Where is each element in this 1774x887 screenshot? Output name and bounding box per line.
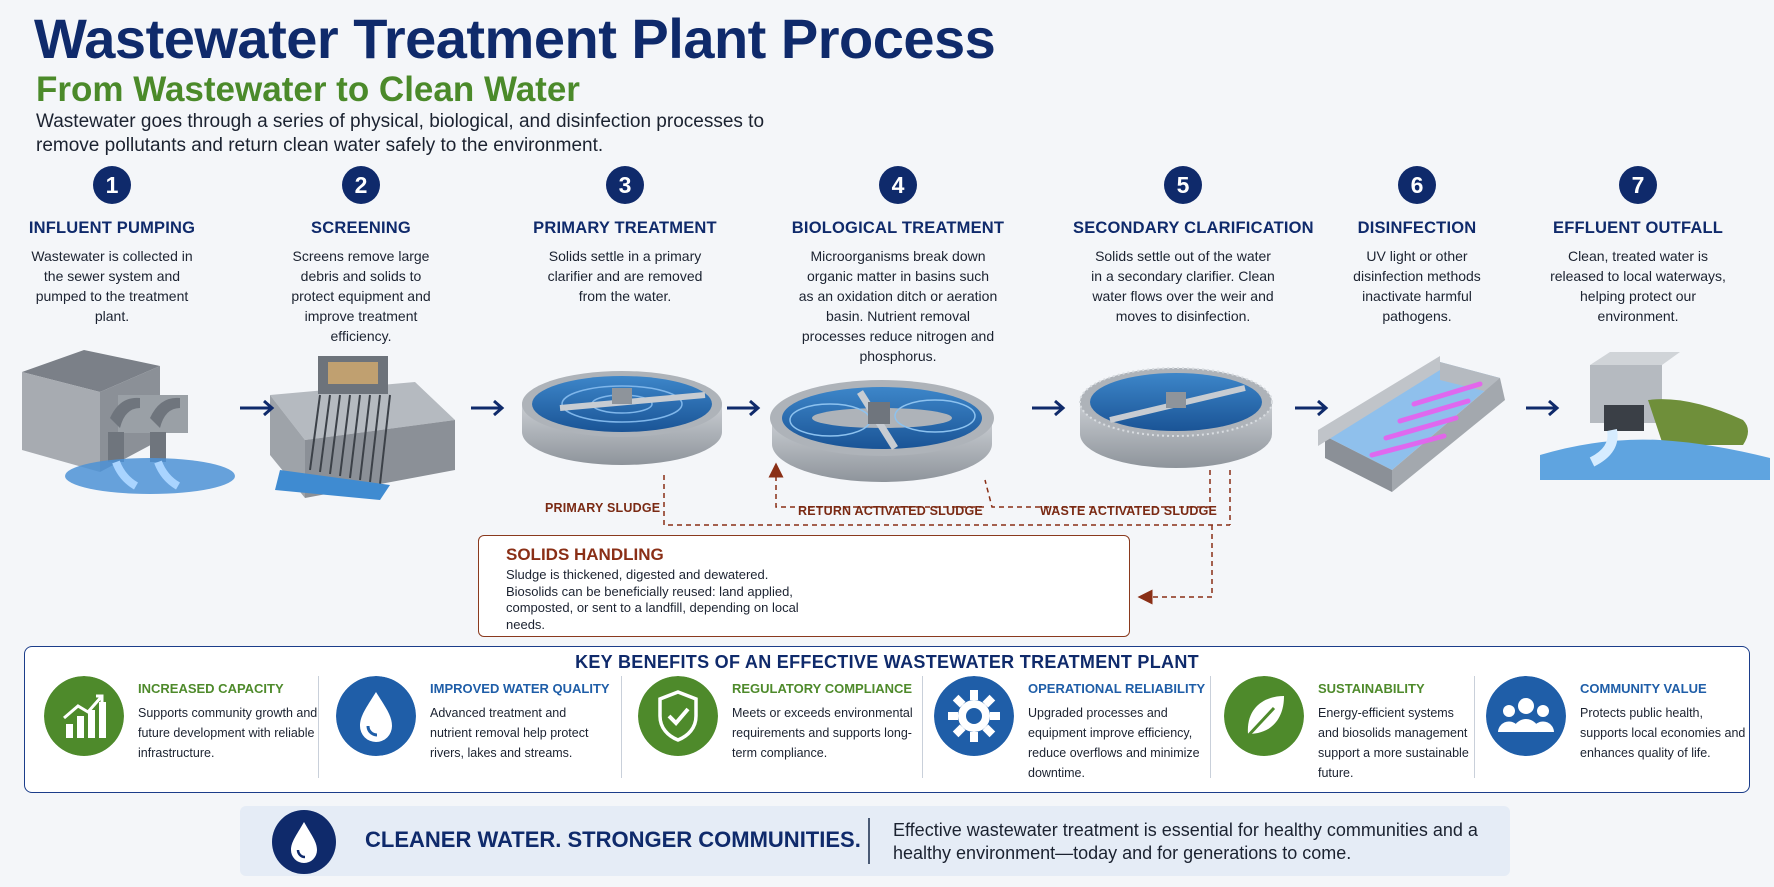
footer-banner [240, 806, 1510, 876]
step-screening: 2 SCREENING Screens remove large debris … [251, 166, 471, 346]
divider [621, 676, 622, 778]
step-number: 7 [1619, 166, 1657, 204]
flow-arrows [240, 399, 1560, 417]
step-description: Wastewater is collected in the sewer sys… [31, 248, 193, 324]
benefit-title: SUSTAINABILITY [1318, 681, 1425, 696]
benefit-title: IMPROVED WATER QUALITY [430, 681, 610, 696]
benefit-title: REGULATORY COMPLIANCE [732, 681, 913, 696]
step-title: INFLUENT PUMPING [28, 219, 196, 237]
step-description: Solids settle in a primary clarifier and… [547, 248, 703, 304]
step-number: 2 [342, 166, 380, 204]
step-effluent-outfall: 7 EFFLUENT OUTFALL Clean, treated water … [1528, 166, 1748, 326]
divider [1210, 676, 1211, 778]
footer-message: Effective wastewater treatment is essent… [893, 820, 1478, 863]
divider [318, 676, 319, 778]
footer-slogan: CLEANER WATER. STRONGER COMMUNITIES. [365, 827, 861, 852]
divider [922, 676, 923, 778]
step-biological-treatment: 4 BIOLOGICAL TREATMENT Microorganisms br… [788, 166, 1008, 366]
step-disinfection: 6 DISINFECTION UV light or other disinfe… [1307, 166, 1527, 326]
page-subtitle: From Wastewater to Clean Water [36, 70, 580, 109]
bar-screen-icon [270, 356, 455, 500]
step-title: SECONDARY CLARIFICATION [1073, 219, 1314, 237]
step-number: 6 [1398, 166, 1436, 204]
solids-handling-title: SOLIDS HANDLING [506, 545, 664, 564]
intro-text: Wastewater goes through a series of phys… [36, 111, 765, 156]
step-title: BIOLOGICAL TREATMENT [791, 219, 1005, 237]
water-drop-icon [272, 810, 336, 874]
step-primary-treatment: 3 PRIMARY TREATMENT Solids settle in a p… [515, 166, 735, 306]
step-secondary-clarification: 5 SECONDARY CLARIFICATION Solids settle … [1073, 166, 1314, 326]
step-number: 4 [879, 166, 917, 204]
benefit-description: Supports community growth and future dev… [138, 706, 318, 760]
benefits-title: KEY BENEFITS OF AN EFFECTIVE WASTEWATER … [575, 652, 1199, 672]
step-number: 5 [1164, 166, 1202, 204]
sludge-lines [663, 462, 1231, 605]
shield-check-icon [638, 676, 718, 756]
step-description: UV light or other disinfection methods i… [1353, 248, 1481, 324]
benefit-title: COMMUNITY VALUE [1580, 681, 1707, 696]
solids-handling-panel [478, 535, 1130, 637]
gear-icon [934, 676, 1014, 756]
benefit-description: Upgraded processes and equipment improve… [1028, 706, 1200, 780]
uv-channel-icon [1318, 356, 1505, 492]
page-title: Wastewater Treatment Plant Process [34, 7, 996, 70]
benefit-description: Meets or exceeds environmental requireme… [732, 706, 913, 760]
step-description: Microorganisms break down organic matter… [798, 248, 998, 364]
benefit-title: OPERATIONAL RELIABILITY [1028, 681, 1206, 696]
divider [868, 818, 870, 864]
return-activated-sludge-label: RETURN ACTIVATED SLUDGE [798, 504, 983, 518]
step-title: EFFLUENT OUTFALL [1552, 219, 1723, 237]
growth-chart-icon [44, 676, 124, 756]
step-influent-pumping: 1 INFLUENT PUMPING Wastewater is collect… [2, 166, 222, 326]
divider [1474, 676, 1475, 778]
step-description: Clean, treated water is released to loca… [1550, 248, 1726, 324]
benefit-description: Protects public health, supports local e… [1580, 706, 1746, 760]
water-drop-icon [336, 676, 416, 756]
benefit-title: INCREASED CAPACITY [138, 681, 284, 696]
step-description: Solids settle out of the water in a seco… [1091, 248, 1275, 324]
secondary-clarifier-icon [1079, 367, 1273, 468]
step-number: 1 [93, 166, 131, 204]
benefits-panel [24, 646, 1750, 793]
solids-handling-description: Sludge is thickened, digested and dewate… [506, 567, 799, 632]
step-number: 3 [606, 166, 644, 204]
benefit-description: Advanced treatment and nutrient removal … [430, 706, 589, 760]
primary-sludge-label: PRIMARY SLUDGE [545, 501, 661, 515]
waste-activated-sludge-label: WASTE ACTIVATED SLUDGE [1040, 504, 1218, 518]
people-icon [1486, 676, 1566, 756]
step-description: Screens remove large debris and solids t… [291, 248, 431, 344]
outfall-icon [1540, 352, 1770, 480]
leaf-icon [1224, 676, 1304, 756]
step-title: DISINFECTION [1357, 219, 1477, 237]
pump-station-icon [22, 350, 235, 494]
oxidation-ditch-icon [770, 380, 994, 482]
step-title: SCREENING [311, 219, 411, 237]
benefit-description: Energy-efficient systems and biosolids m… [1318, 706, 1469, 780]
step-title: PRIMARY TREATMENT [533, 219, 717, 237]
primary-clarifier-icon [522, 371, 722, 465]
